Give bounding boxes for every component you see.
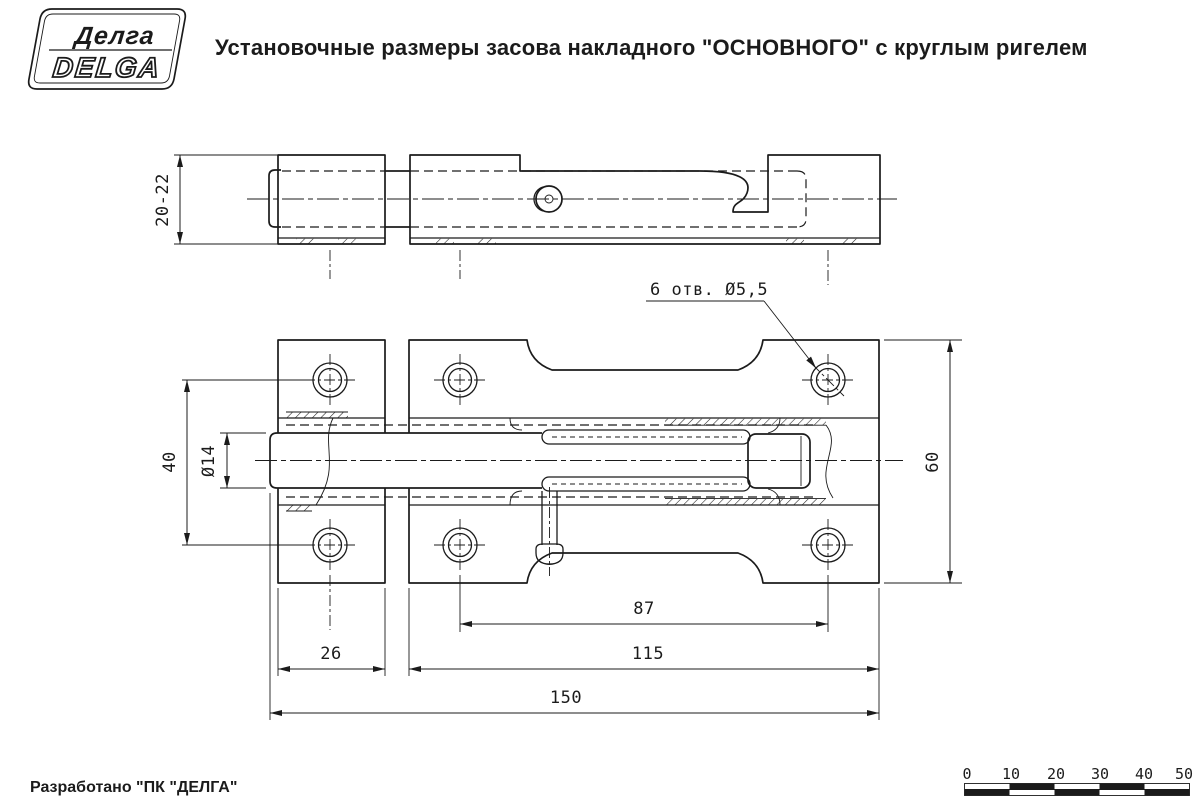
- footer: Разработано "ПК "ДЕЛГА" 0 10 20 30 40 50: [30, 765, 1193, 796]
- holes-note-label: 6 отв. Ø5,5: [650, 280, 768, 300]
- mounting-holes: [304, 354, 854, 571]
- keeper-hatch-bottom: [286, 505, 312, 511]
- holes-note: 6 отв. Ø5,5: [646, 280, 817, 369]
- dim-body-width: 115: [408, 588, 880, 720]
- dim-body-height: 60: [884, 339, 962, 584]
- ruler-bar: [964, 783, 1190, 796]
- base-hatch-ticks: [296, 238, 858, 244]
- logo-text-latin: DELGA: [51, 52, 162, 83]
- hole-bottom-left-body: [434, 519, 486, 571]
- body-block-outline: [409, 154, 881, 245]
- logo-text-cyrillic: Делга: [72, 22, 157, 50]
- hole-bottom-right-body: [802, 519, 854, 571]
- logo-outer-border: [27, 8, 187, 90]
- dim-hole-spacing-horizontal: 87: [459, 575, 829, 632]
- dim-overall-length: 150: [269, 493, 879, 720]
- side-view-centerlines: [247, 198, 897, 285]
- body-break-line: [825, 424, 834, 499]
- dim-height-label: 20-22: [153, 173, 173, 227]
- dim-body-width-label: 115: [632, 644, 664, 664]
- keeper-break-line: [315, 417, 334, 506]
- hole-top-left-body: [434, 354, 486, 406]
- ruler-tick-0: 0: [962, 765, 971, 783]
- dim-bolt-diameter: Ø14: [199, 432, 266, 489]
- body-plate-outline: [408, 339, 880, 584]
- developed-by-label: Разработано "ПК "ДЕЛГА": [30, 779, 237, 796]
- ruler-tick-10: 10: [1002, 765, 1020, 783]
- dim-height: 20-22: [153, 154, 278, 245]
- logo-inner-border: [33, 13, 181, 84]
- bolt-tip-side: [268, 169, 281, 228]
- dim-keeper-width: 26: [277, 588, 386, 676]
- keeper-hatch-top: [286, 412, 348, 418]
- side-view: 20-22: [153, 154, 897, 285]
- hidden-bolt-dashed: [282, 170, 807, 228]
- dim-body-height-label: 60: [923, 451, 943, 472]
- dim-keeper-width-label: 26: [320, 644, 341, 664]
- dim-overall-length-label: 150: [550, 688, 582, 708]
- ruler-tick-40: 40: [1135, 765, 1153, 783]
- keeper-block-outline: [277, 154, 386, 245]
- keeper-plate-upper: [277, 339, 386, 433]
- dim-hole-spacing-horizontal-label: 87: [633, 599, 654, 619]
- ruler-tick-30: 30: [1091, 765, 1109, 783]
- hole-bottom-left-keeper: [304, 519, 356, 571]
- knob-front: [535, 487, 564, 576]
- hole-top-left-keeper: [304, 354, 356, 406]
- scale-ruler: 0 10 20 30 40 50: [962, 765, 1193, 796]
- dim-hole-spacing-vertical-label: 40: [160, 451, 180, 472]
- dim-hole-spacing-vertical: 40: [160, 379, 310, 546]
- hole-top-right-body: [802, 354, 854, 406]
- delga-logo: Делга DELGA: [27, 8, 187, 90]
- page-title: Установочные размеры засова накладного "…: [215, 35, 1088, 60]
- ruler-tick-50: 50: [1175, 765, 1193, 783]
- front-view: 6 отв. Ø5,5 40 Ø14 60: [160, 280, 962, 720]
- dim-bolt-diameter-label: Ø14: [199, 445, 219, 477]
- bolt-head-block: [747, 433, 811, 489]
- body-hatch-top: [665, 418, 826, 426]
- keeper-plate-lower: [277, 488, 386, 584]
- body-hatch-bottom: [665, 498, 826, 506]
- ruler-tick-20: 20: [1047, 765, 1065, 783]
